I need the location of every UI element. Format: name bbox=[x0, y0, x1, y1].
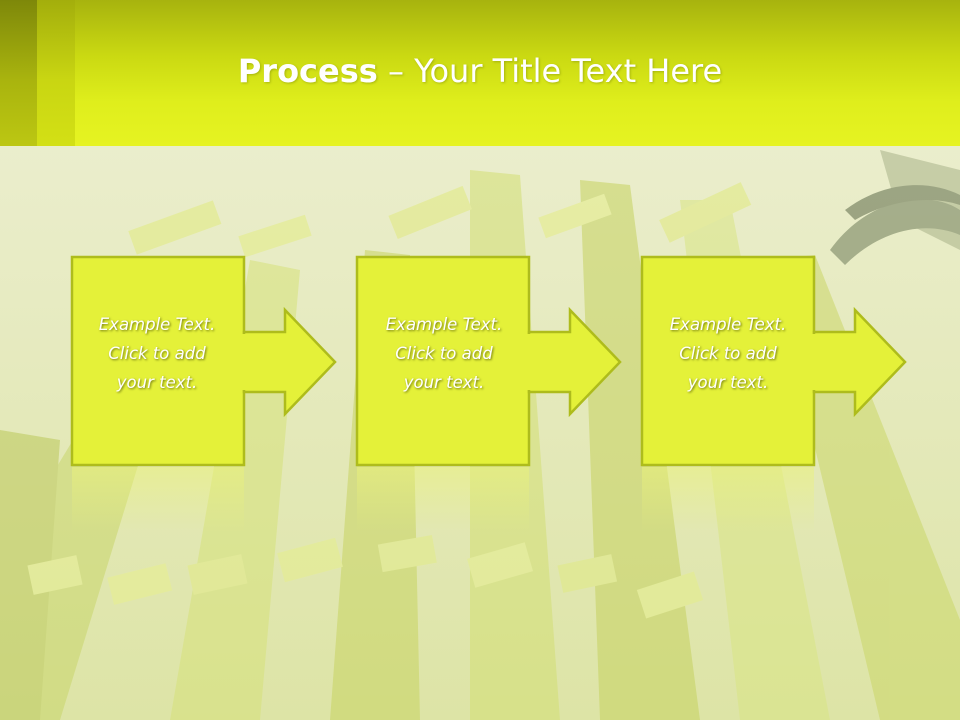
step-1-arrow[interactable] bbox=[242, 306, 337, 418]
slide-title[interactable]: Process – Your Title Text Here bbox=[0, 52, 960, 90]
accent-bar-light bbox=[37, 0, 75, 146]
step-2-reflection bbox=[357, 467, 529, 532]
step-1-text[interactable]: Example Text. Click to add your text. bbox=[98, 315, 216, 392]
step-1-box[interactable] bbox=[70, 255, 246, 467]
title-bar bbox=[0, 0, 960, 146]
title-rest: – Your Title Text Here bbox=[377, 52, 723, 90]
step-2-shape[interactable] bbox=[355, 255, 622, 467]
step-3-box[interactable] bbox=[640, 255, 816, 467]
step-2-text[interactable]: Example Text. Click to add your text. bbox=[385, 315, 503, 392]
title-bold-word: Process bbox=[237, 52, 378, 90]
step-3-text[interactable]: Example Text. Click to add your text. bbox=[669, 315, 787, 392]
step-3-arrow[interactable] bbox=[812, 306, 907, 418]
step-3-shape[interactable] bbox=[640, 255, 907, 467]
step-1-reflection bbox=[72, 467, 244, 532]
step-2-arrow[interactable] bbox=[527, 306, 622, 418]
step-3-reflection bbox=[642, 467, 814, 532]
step-2-box[interactable] bbox=[355, 255, 531, 467]
step-1-shape[interactable] bbox=[70, 255, 337, 467]
accent-bar-dark bbox=[0, 0, 37, 146]
